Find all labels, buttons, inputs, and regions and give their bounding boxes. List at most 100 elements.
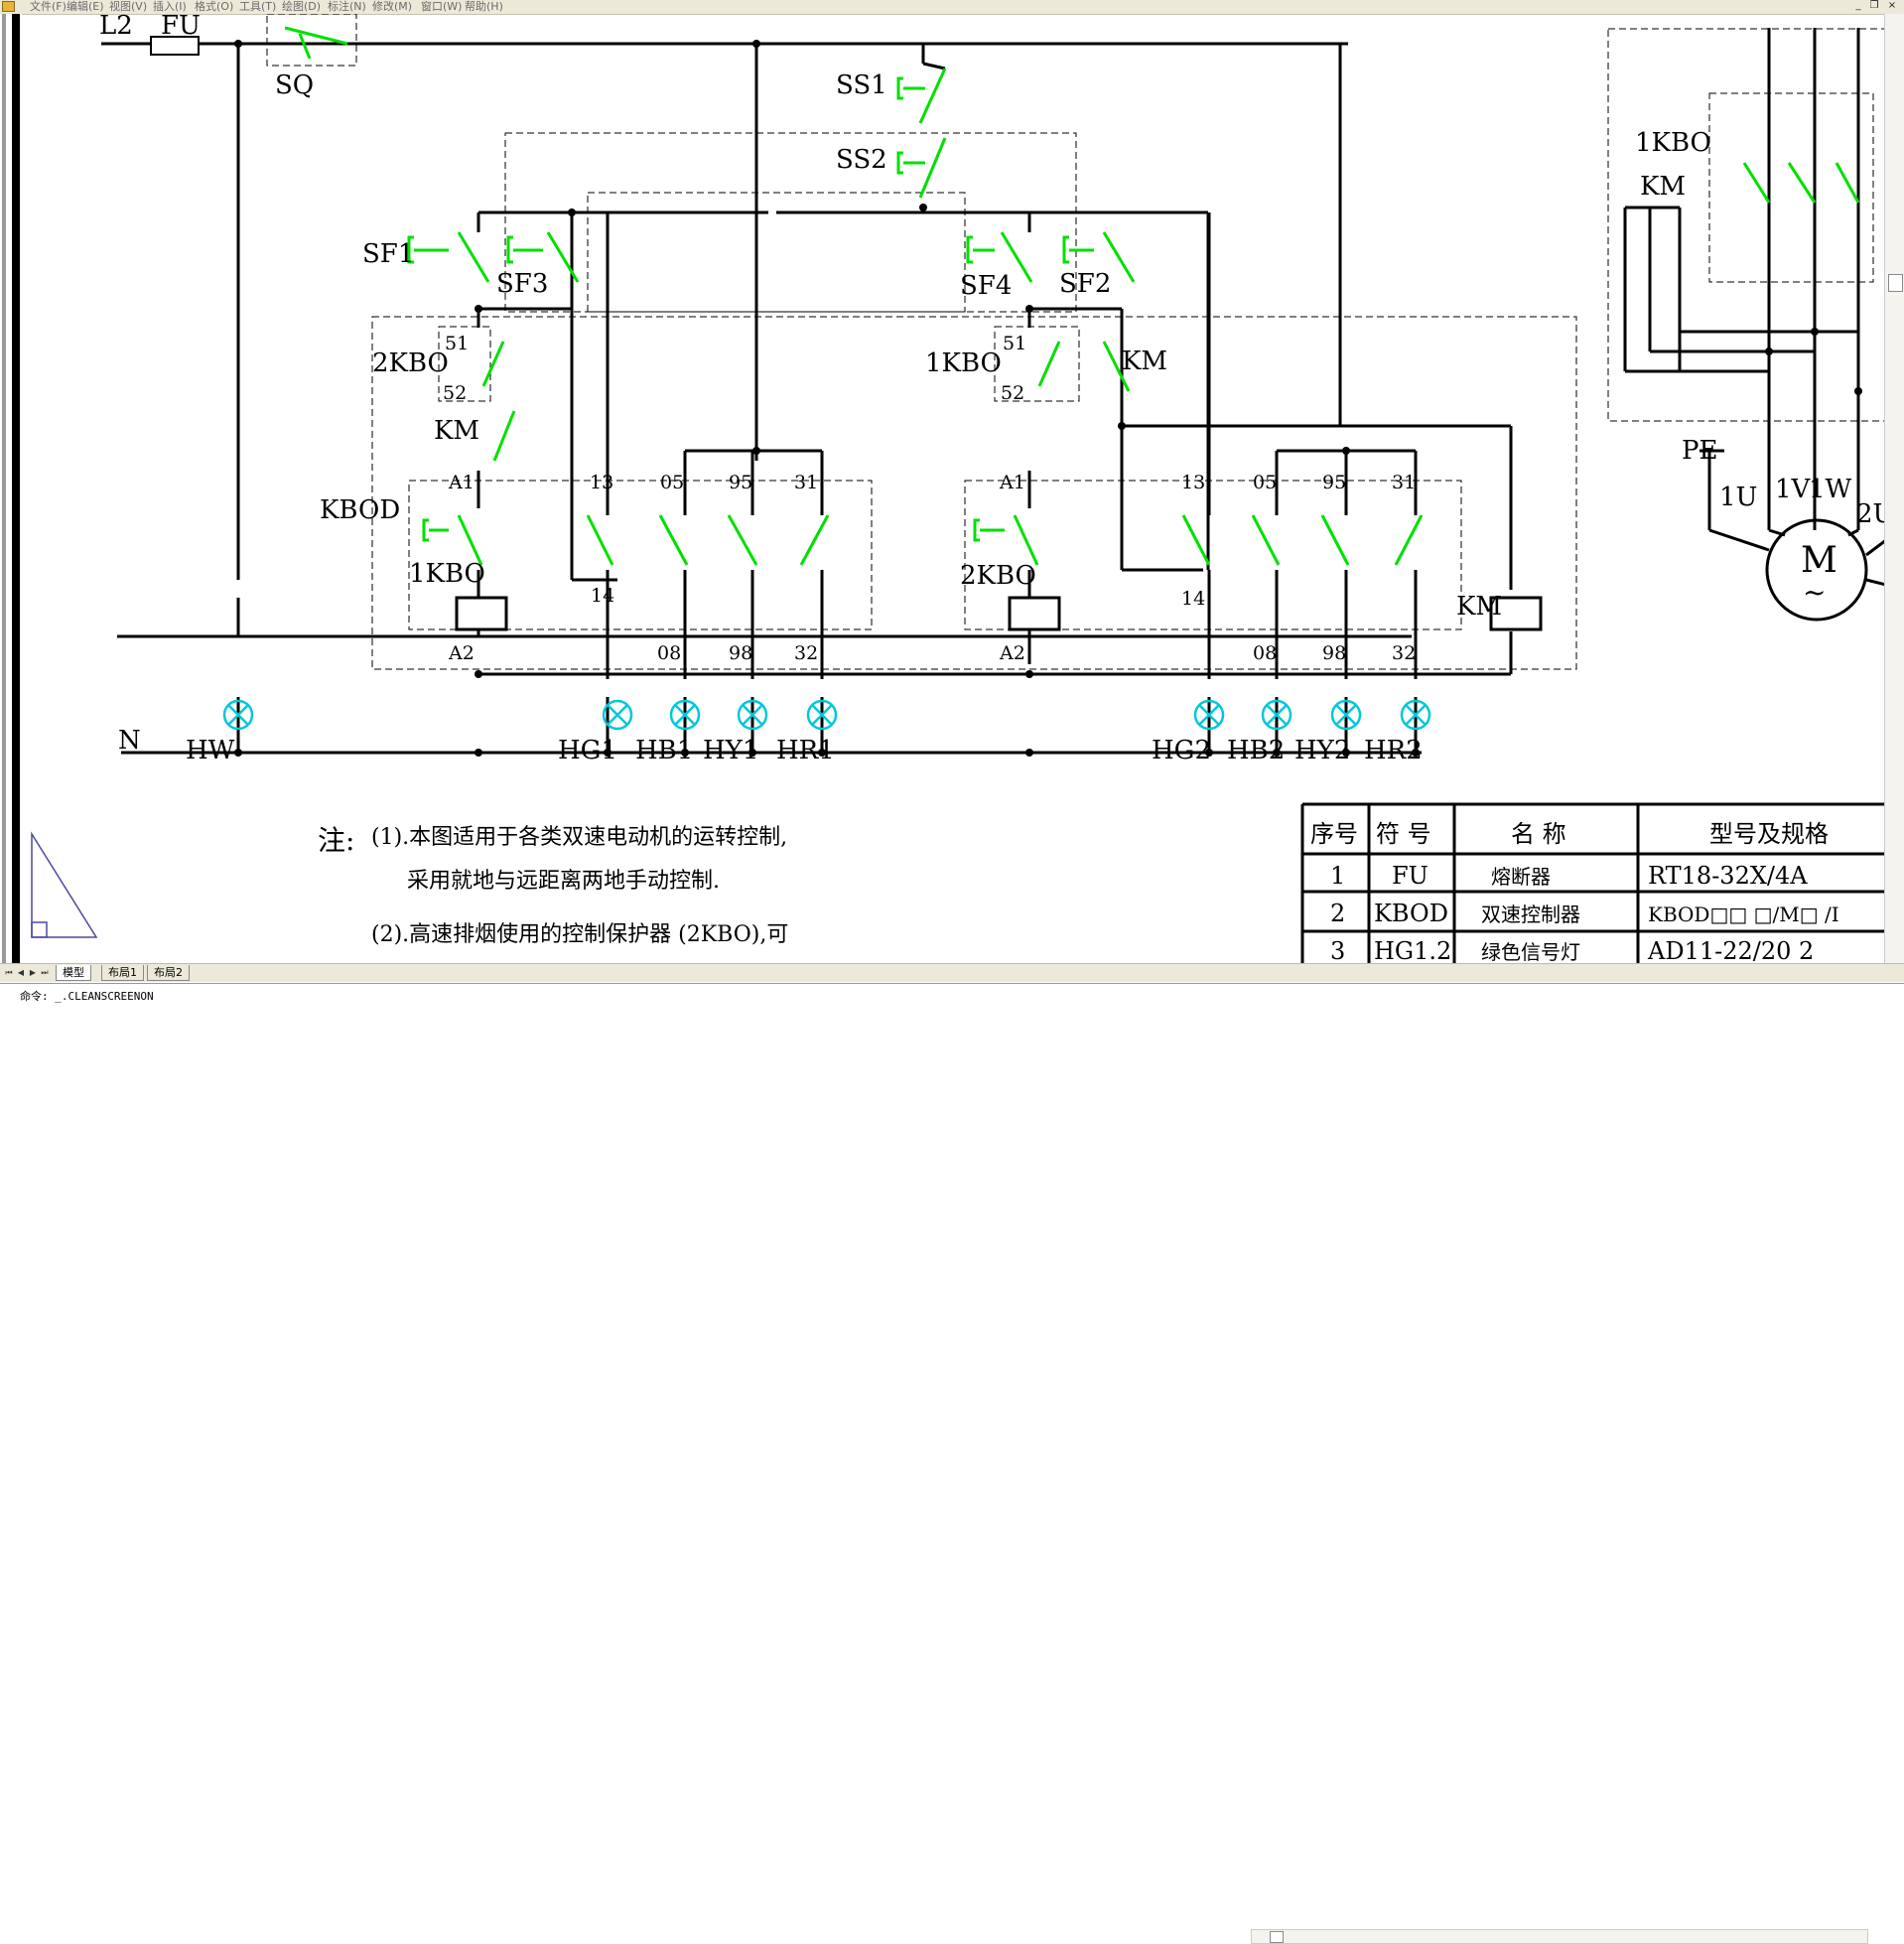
label-hb2: HB2 <box>1227 736 1285 765</box>
menu-insert[interactable]: 插入(I) <box>153 0 187 13</box>
menu-file[interactable]: 文件(F) <box>30 0 67 13</box>
menu-draw[interactable]: 绘图(D) <box>282 0 322 13</box>
label-2u: 2U <box>1856 499 1884 529</box>
label-1u: 1U <box>1719 483 1757 512</box>
label-t31-right: 31 <box>1392 472 1416 493</box>
label-a2-left: A2 <box>448 642 475 664</box>
tab-prev-icon[interactable]: ◀ <box>17 968 25 977</box>
menu-tools[interactable]: 工具(T) <box>239 0 277 13</box>
label-motor-1kbo: 1KBO <box>1635 128 1711 158</box>
label-a1-left: A1 <box>448 472 475 493</box>
motor-circle <box>1765 518 1868 622</box>
contacts <box>284 26 1860 566</box>
restore-icon[interactable]: ❐ <box>1869 0 1879 11</box>
bom-table-lines <box>1300 802 1884 963</box>
menu-window[interactable]: 窗口(W) <box>421 0 463 13</box>
menu-view[interactable]: 视图(V) <box>109 0 148 13</box>
label-hr2: HR2 <box>1364 736 1423 765</box>
label-hr1: HR1 <box>776 736 835 765</box>
label-motor-m: M <box>1801 540 1837 581</box>
label-ss1: SS1 <box>836 70 887 100</box>
label-t32-left: 32 <box>794 642 818 664</box>
bom-table: 序号 符 号 名 称 型号及规格 1 FU 熔断器 RT18-32X/4A 2 … <box>1310 820 1839 963</box>
tab-layout1[interactable]: 布局1 <box>101 965 144 981</box>
tab-next-icon[interactable]: ▶ <box>29 968 37 977</box>
label-t95-left: 95 <box>729 472 752 493</box>
bom-r2-symbol: KBOD <box>1374 900 1448 927</box>
bom-header-symbol: 符 号 <box>1376 820 1431 848</box>
label-hg1: HG1 <box>558 736 617 765</box>
menu-bar: 文件(F) 编辑(E) 视图(V) 插入(I) 格式(O) 工具(T) 绘图(D… <box>0 0 1904 15</box>
bom-r2-no: 2 <box>1330 900 1345 927</box>
tab-model[interactable]: 模型 <box>56 965 91 981</box>
horizontal-scroll-thumb[interactable] <box>1270 1931 1284 1943</box>
label-t32-right: 32 <box>1392 642 1416 664</box>
label-hb1: HB1 <box>635 736 693 765</box>
label-t51-right: 51 <box>1003 333 1026 354</box>
menu-help[interactable]: 帮助(H) <box>465 0 503 13</box>
label-kbod: KBOD <box>320 495 400 525</box>
label-2kbo-top: 2KBO <box>372 348 449 378</box>
label-1kbo-coil: 1KBO <box>409 559 485 589</box>
label-km-left: KM <box>434 416 479 446</box>
left-toolbar-edge <box>0 14 22 975</box>
label-sf2: SF2 <box>1059 269 1111 299</box>
bom-r3-no: 3 <box>1330 937 1345 963</box>
label-km-coil: KM <box>1456 592 1502 622</box>
menu-modify[interactable]: 修改(M) <box>372 0 413 13</box>
label-fu: FU <box>161 14 201 41</box>
tab-first-icon[interactable]: ⏮ <box>5 968 13 977</box>
label-hy1: HY1 <box>703 736 758 765</box>
label-t31-left: 31 <box>794 472 818 493</box>
label-2kbo-coil: 2KBO <box>960 561 1036 591</box>
menu-dimension[interactable]: 标注(N) <box>328 0 366 13</box>
menu-edit[interactable]: 编辑(E) <box>67 0 104 13</box>
label-1kbo-top: 1KBO <box>925 348 1002 378</box>
label-1v: 1V <box>1775 475 1812 504</box>
label-a1-right: A1 <box>999 472 1025 493</box>
label-t98-left: 98 <box>729 642 752 664</box>
bom-r3-model: AD11-22/20 2 <box>1647 937 1814 963</box>
motor <box>1700 449 1884 622</box>
coils <box>150 36 1543 631</box>
signal-lamps <box>222 699 1431 731</box>
label-sf1: SF1 <box>362 239 414 269</box>
horizontal-scrollbar[interactable] <box>1251 1929 1868 1944</box>
label-t14-left: 14 <box>591 585 614 607</box>
note-1: (1).本图适用于各类双速电动机的运转控制, <box>371 825 787 850</box>
vertical-scrollbar[interactable] <box>1884 14 1904 975</box>
command-line[interactable]: 命令: _.CLEANSCREENON <box>0 983 1904 1020</box>
layout-tab-bar: ⏮ ◀ ▶ ⏭ 模型 布局1 布局2 <box>0 963 1904 1944</box>
label-t13-right: 13 <box>1181 472 1205 493</box>
vertical-scroll-thumb[interactable] <box>1888 274 1903 292</box>
label-n: N <box>118 726 141 756</box>
bom-r3-name: 绿色信号灯 <box>1481 940 1580 963</box>
ucs-icon <box>31 831 98 938</box>
label-pe: PE <box>1682 436 1717 466</box>
label-sq: SQ <box>275 70 314 100</box>
bom-r1-no: 1 <box>1330 862 1345 890</box>
bom-r2-model: KBOD□□ □/M□ /I <box>1648 903 1839 926</box>
notes-label: 注: <box>318 824 354 857</box>
menu-format[interactable]: 格式(O) <box>195 0 234 13</box>
label-sf4: SF4 <box>960 271 1012 301</box>
label-t95-right: 95 <box>1322 472 1346 493</box>
tab-last-icon[interactable]: ⏭ <box>41 968 49 977</box>
coil-1kbo <box>455 596 508 631</box>
bom-header-name: 名 称 <box>1511 820 1566 848</box>
bom-r2-name: 双速控制器 <box>1481 903 1580 926</box>
bom-r3-symbol: HG1.2 <box>1374 937 1451 963</box>
label-ss2: SS2 <box>836 145 887 175</box>
label-motor-km: KM <box>1640 172 1686 202</box>
drawing-canvas[interactable]: L2 FU SQ N HW SS1 SS2 SF1 SF3 SF4 SF2 2K… <box>22 14 1884 963</box>
tab-layout2[interactable]: 布局2 <box>147 965 190 981</box>
wiring <box>101 28 1860 755</box>
close-icon[interactable]: × <box>1887 0 1897 11</box>
coil-km <box>1489 596 1543 631</box>
label-t13-left: 13 <box>590 472 613 493</box>
label-hw: HW <box>186 736 235 765</box>
label-motor-phase: ~ <box>1803 576 1826 609</box>
minimize-icon[interactable]: _ <box>1855 0 1861 11</box>
bom-r1-model: RT18-32X/4A <box>1648 862 1808 890</box>
app-icon[interactable] <box>2 1 15 12</box>
